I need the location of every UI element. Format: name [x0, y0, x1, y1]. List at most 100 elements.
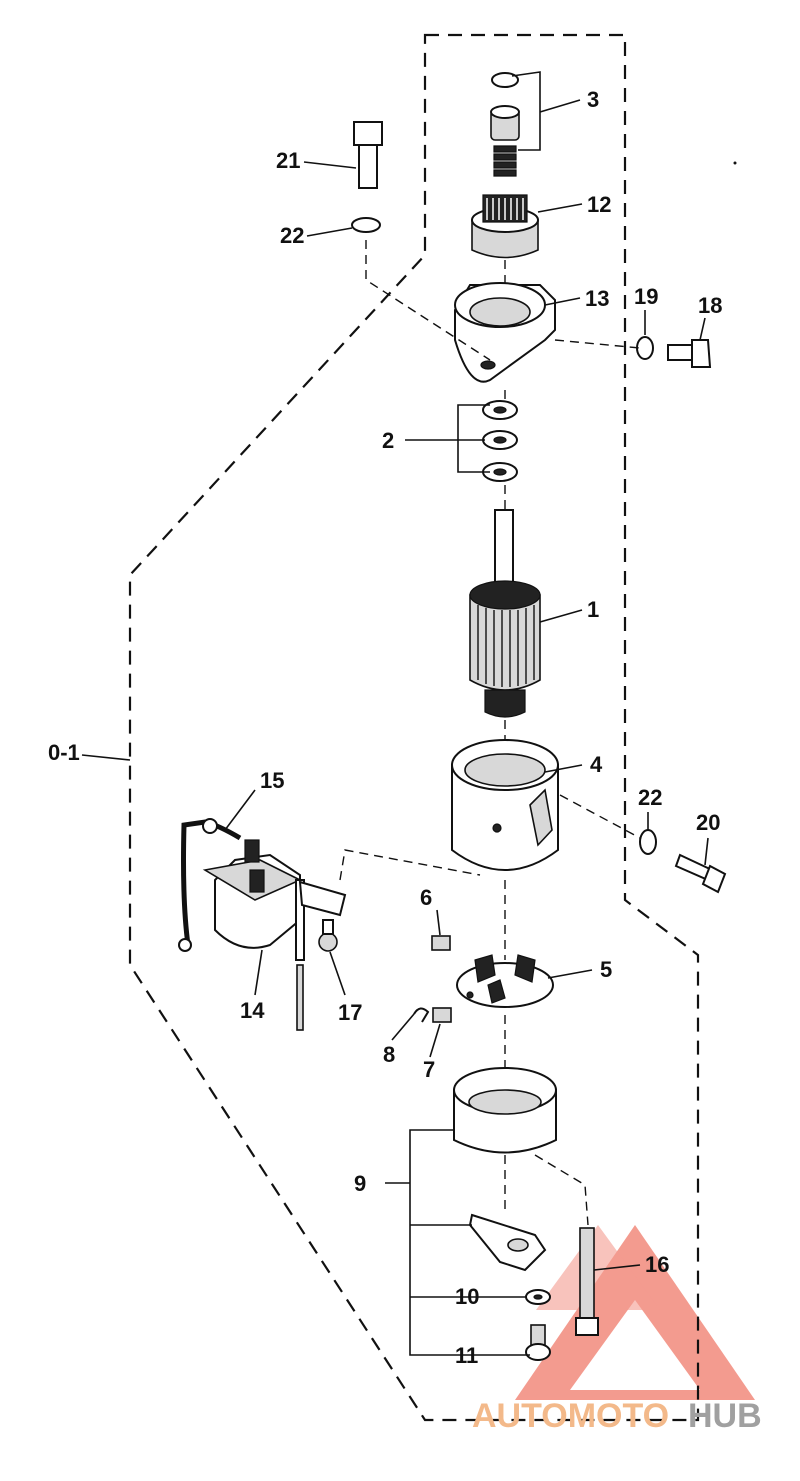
leader-12	[537, 203, 583, 213]
leader-17	[329, 951, 346, 996]
part-17-stem	[322, 919, 334, 935]
part-2-washer-b-hole	[493, 436, 507, 444]
part-2-washers	[482, 400, 518, 482]
callout-21: 21	[276, 148, 300, 173]
part-9-inner	[468, 1089, 542, 1115]
part-21-head	[353, 121, 383, 146]
part-8-shape	[413, 1007, 430, 1023]
part-11-screw	[525, 1324, 551, 1361]
watermark-logo	[515, 1225, 755, 1400]
part-13-bore	[469, 297, 531, 327]
part-19-lockwasher	[636, 336, 654, 360]
callout-7: 7	[423, 1057, 435, 1082]
assembly-boundary	[128, 33, 700, 1422]
callout-22-right: 22	[638, 785, 662, 810]
callout-13: 13	[585, 286, 609, 311]
watermark-text: AUTOMOTO HUB	[472, 1397, 762, 1435]
part-2-washer-a-hole	[493, 406, 507, 414]
callout-6: 6	[420, 885, 432, 910]
part-1-commutator	[484, 689, 526, 718]
part-4-field-housing	[451, 739, 559, 871]
callout-0-1: 0-1	[48, 740, 80, 765]
part-19-shape	[636, 336, 654, 360]
part-4-terminal	[529, 788, 553, 847]
callout-5: 5	[600, 957, 612, 982]
part-9-plate	[468, 1213, 547, 1272]
part-1-shaft	[494, 509, 514, 591]
part-12-pinion-gear	[471, 194, 539, 259]
part-7-brush	[432, 1007, 452, 1023]
part-22-washer-right	[639, 829, 657, 855]
part-5-plate	[456, 962, 554, 1008]
part-9-plate-shape	[468, 1213, 547, 1272]
callout-17: 17	[338, 1000, 362, 1025]
callout-11: 11	[455, 1343, 478, 1368]
callout-19: 19	[634, 284, 658, 309]
part-18-shank	[667, 344, 693, 361]
part-10-washer	[525, 1289, 551, 1305]
callout-9: 9	[354, 1171, 366, 1196]
callout-20: 20	[696, 810, 720, 835]
leader-1	[539, 609, 583, 623]
leader-0-1	[81, 754, 131, 761]
callouts: 0-1 1 2 3 4 5 6 7 8 9 10 11 12 13 14 15 …	[48, 87, 722, 1368]
part-4-stud	[492, 823, 502, 833]
part-22-right-shape	[639, 829, 657, 855]
part-13-end-cap	[454, 282, 556, 383]
part-22-left-shape	[351, 217, 381, 233]
speck	[733, 161, 737, 165]
watermark-brand-part1: AUTOMOTO	[472, 1397, 669, 1435]
leader-9	[385, 1129, 530, 1356]
part-11-head	[525, 1343, 551, 1361]
part-21-axis	[365, 240, 491, 361]
part-5-brush-holder	[456, 954, 554, 1008]
leader-18	[699, 317, 706, 341]
watermark-triangle-back	[536, 1225, 660, 1310]
part-14-rod	[295, 879, 305, 961]
leader-2	[405, 404, 490, 473]
part-21-bolt	[353, 121, 383, 189]
callout-3: 3	[587, 87, 599, 112]
part-17-plunger	[318, 919, 338, 952]
callout-16: 16	[645, 1252, 669, 1277]
part-15-lug-top	[202, 818, 218, 834]
part-3-group	[490, 72, 520, 177]
leader-16	[593, 1264, 641, 1271]
part-21-shank	[358, 144, 378, 189]
part-17-head	[318, 932, 338, 952]
watermark-triangle-inner	[570, 1300, 700, 1390]
part-9-plate-hole	[507, 1238, 529, 1252]
part-16-head	[575, 1317, 599, 1336]
callout-18: 18	[698, 293, 722, 318]
part-5-hole	[466, 991, 474, 999]
leader-15	[224, 789, 256, 831]
part-4-bore	[464, 753, 546, 787]
part-1-armature	[469, 509, 541, 718]
leader-21	[303, 161, 357, 169]
part-18-axis	[554, 339, 641, 349]
leader-7	[429, 1023, 441, 1058]
part-20-axis	[559, 794, 641, 839]
part-20-head	[701, 864, 727, 894]
leader-lines	[81, 71, 709, 1356]
part-18-bolt	[667, 339, 712, 368]
leader-20	[704, 837, 709, 866]
part-14-pin	[296, 964, 304, 1031]
callout-12: 12	[587, 192, 611, 217]
callout-22-left: 22	[280, 223, 304, 248]
leader-6	[436, 909, 441, 936]
part-12-teeth-lines	[486, 198, 524, 220]
callout-10: 10	[455, 1284, 479, 1309]
callout-4: 4	[590, 752, 603, 777]
leader-5	[547, 969, 593, 979]
part-2-washer-c-hole	[493, 468, 507, 476]
callout-2: 2	[382, 428, 394, 453]
callout-14: 14	[240, 998, 265, 1023]
part-16-through-bolt	[575, 1227, 599, 1336]
part-22-washer-left	[351, 217, 381, 233]
part-3-ring	[491, 72, 519, 88]
part-16-axis	[534, 1154, 589, 1226]
callout-1: 1	[587, 597, 599, 622]
part-14-terminal-a	[244, 839, 260, 863]
